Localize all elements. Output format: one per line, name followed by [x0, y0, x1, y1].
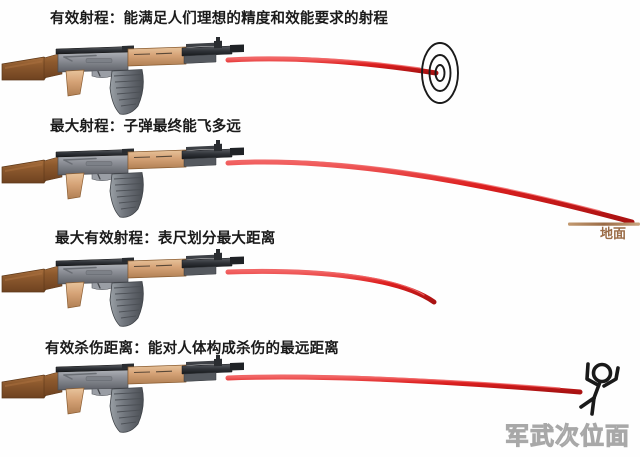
- ak47-rifle-icon-row1: [1, 36, 245, 116]
- row-effective-lethal-range-group: [1, 354, 620, 434]
- row-heading-maximum-range: 最大射程：子弹最终能飞多远: [50, 119, 242, 135]
- row-maximum-effective-range-group: [1, 248, 437, 328]
- stick-figure-icon: [579, 362, 620, 416]
- row-effective-range-group: [1, 36, 459, 116]
- bullseye-target-icon: [421, 42, 459, 104]
- bullet-trajectory-icon-row4: [225, 374, 583, 395]
- bullet-trajectory-icon-row1: [225, 56, 439, 76]
- watermark-logo: 军武次位面: [505, 422, 630, 450]
- ground-line-icon: [568, 222, 640, 226]
- bullet-trajectory-icon-row2: [225, 159, 635, 225]
- ground-label: 地面: [600, 227, 627, 242]
- row-heading-effective-range: 有效射程：能满足人们理想的精度和效能要求的射程: [50, 11, 389, 27]
- ak47-rifle-icon-row3: [1, 248, 245, 328]
- ak47-rifle-icon-row4: [1, 354, 245, 434]
- bullet-trajectory-icon-row3: [225, 268, 437, 305]
- ak47-rifle-icon-row2: [1, 139, 245, 219]
- row-heading-maximum-effective-range: 最大有效射程：表尺划分最大距离: [55, 231, 276, 247]
- row-maximum-range-group: [1, 139, 640, 226]
- row-heading-effective-lethal-range: 有效杀伤距离：能对人体构成杀伤的最远距离: [45, 341, 339, 357]
